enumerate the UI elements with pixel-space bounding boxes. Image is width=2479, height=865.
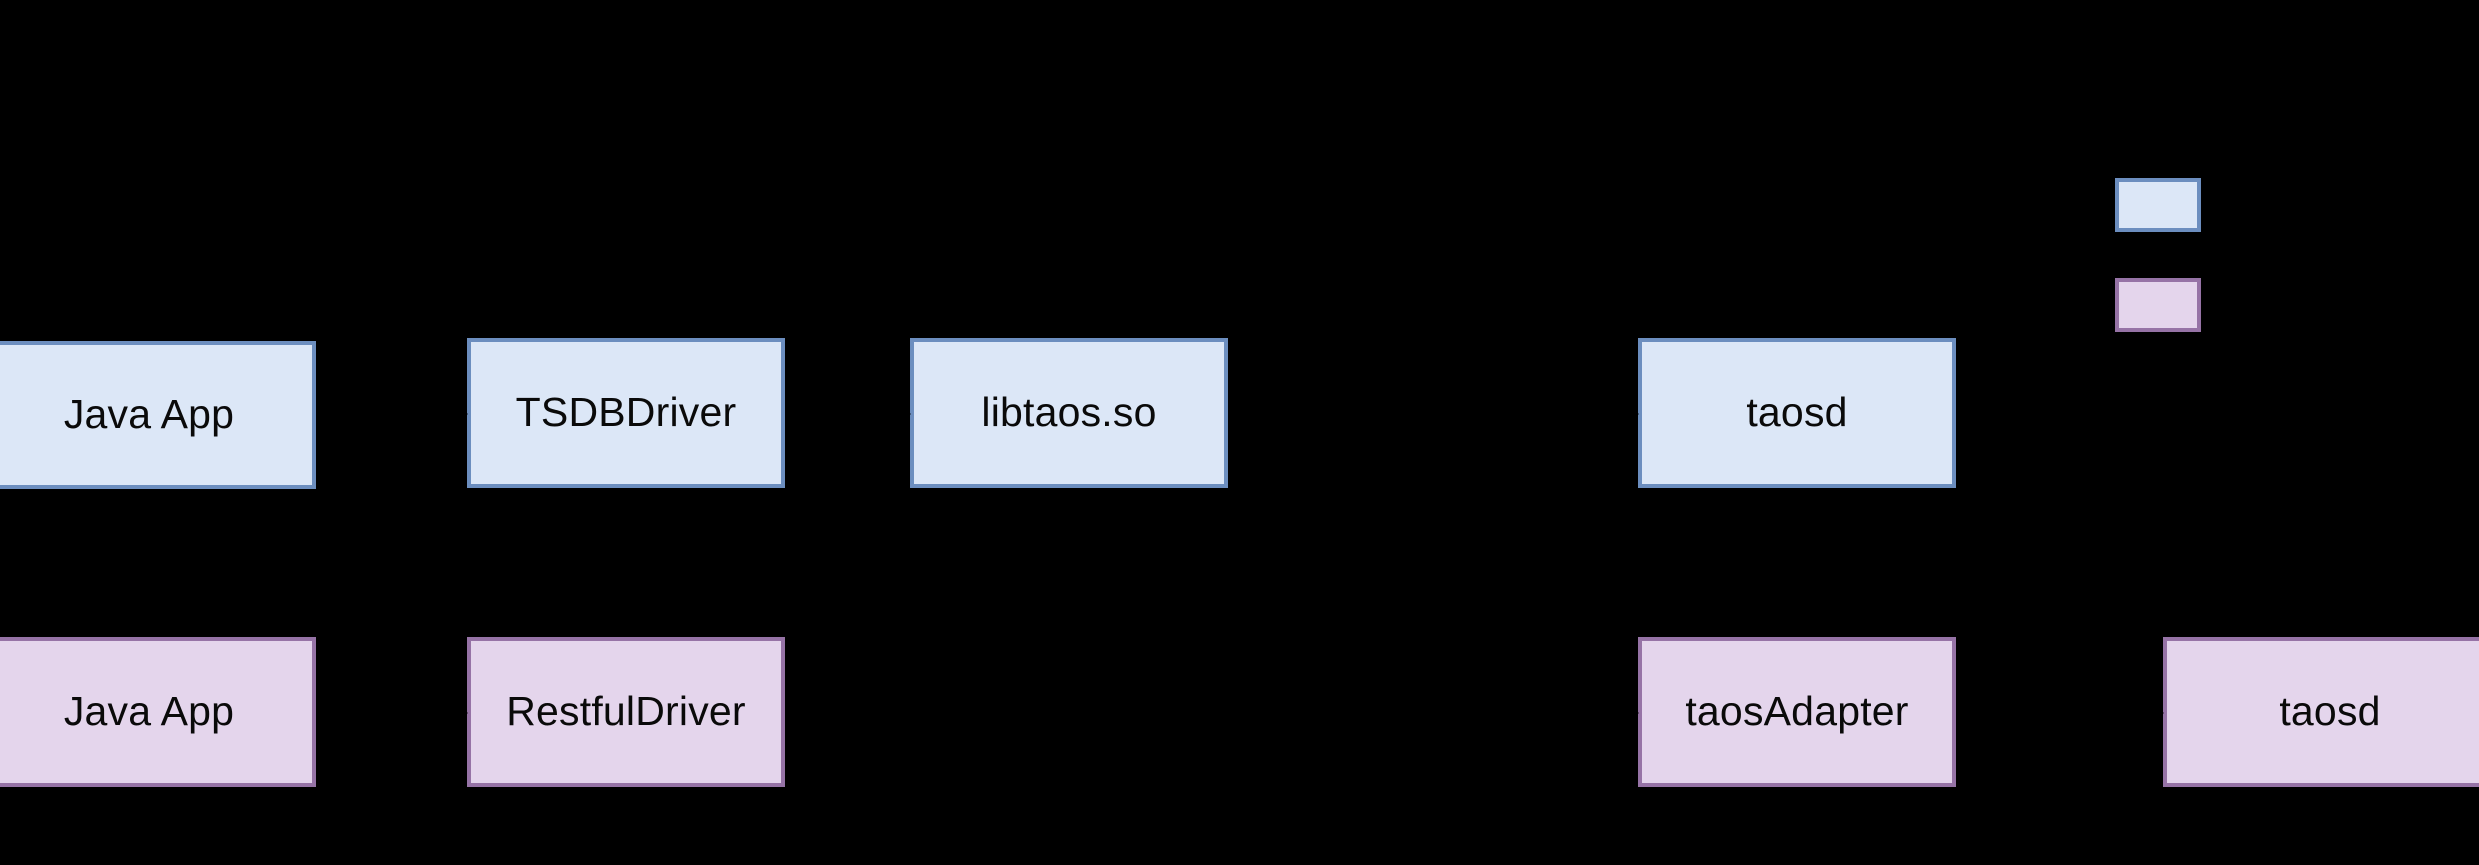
node-java-app-native[interactable]: Java App — [0, 341, 316, 489]
connector-restful-driver-to-taos-adapter — [785, 712, 1638, 715]
arrowhead-icon — [455, 704, 468, 722]
node-restful-driver[interactable]: RestfulDriver — [467, 637, 785, 787]
arrowhead-icon — [1956, 704, 1969, 722]
node-label: TSDBDriver — [515, 389, 737, 436]
node-taosd-rest[interactable]: taosd — [2163, 637, 2479, 787]
connector-tsdb-driver-to-libtaos-so — [785, 413, 910, 416]
node-label: RestfulDriver — [506, 688, 746, 735]
arrowhead-icon — [316, 704, 329, 722]
connector-libtaos-so-to-taosd-native — [1228, 413, 1638, 416]
connector-java-app-native-to-tsdb-driver — [316, 413, 467, 416]
arrowhead-icon — [1626, 405, 1639, 423]
node-label: taosAdapter — [1685, 688, 1909, 735]
arrowhead-icon — [316, 405, 329, 423]
arrowhead-icon — [1626, 704, 1639, 722]
node-label: taosd — [2279, 688, 2381, 735]
node-label: Java App — [63, 688, 235, 735]
arrowhead-icon — [455, 405, 468, 423]
node-java-app-rest[interactable]: Java App — [0, 637, 316, 787]
node-label: taosd — [1746, 389, 1848, 436]
node-libtaos-so[interactable]: libtaos.so — [910, 338, 1228, 488]
connector-taos-adapter-to-taosd-rest — [1956, 712, 2163, 715]
connector-java-app-rest-to-restful-driver — [316, 712, 467, 715]
legend-swatch-blue — [2115, 178, 2201, 232]
node-tsdb-driver[interactable]: TSDBDriver — [467, 338, 785, 488]
arrowhead-icon — [785, 405, 798, 423]
node-label: Java App — [63, 391, 235, 438]
node-taos-adapter[interactable]: taosAdapter — [1638, 637, 1956, 787]
arrowhead-icon — [2151, 704, 2164, 722]
arrowhead-icon — [785, 704, 798, 722]
node-label: libtaos.so — [981, 389, 1157, 436]
arrowhead-icon — [898, 405, 911, 423]
node-taosd-native[interactable]: taosd — [1638, 338, 1956, 488]
legend-swatch-pink — [2115, 278, 2201, 332]
arrowhead-icon — [1228, 405, 1241, 423]
